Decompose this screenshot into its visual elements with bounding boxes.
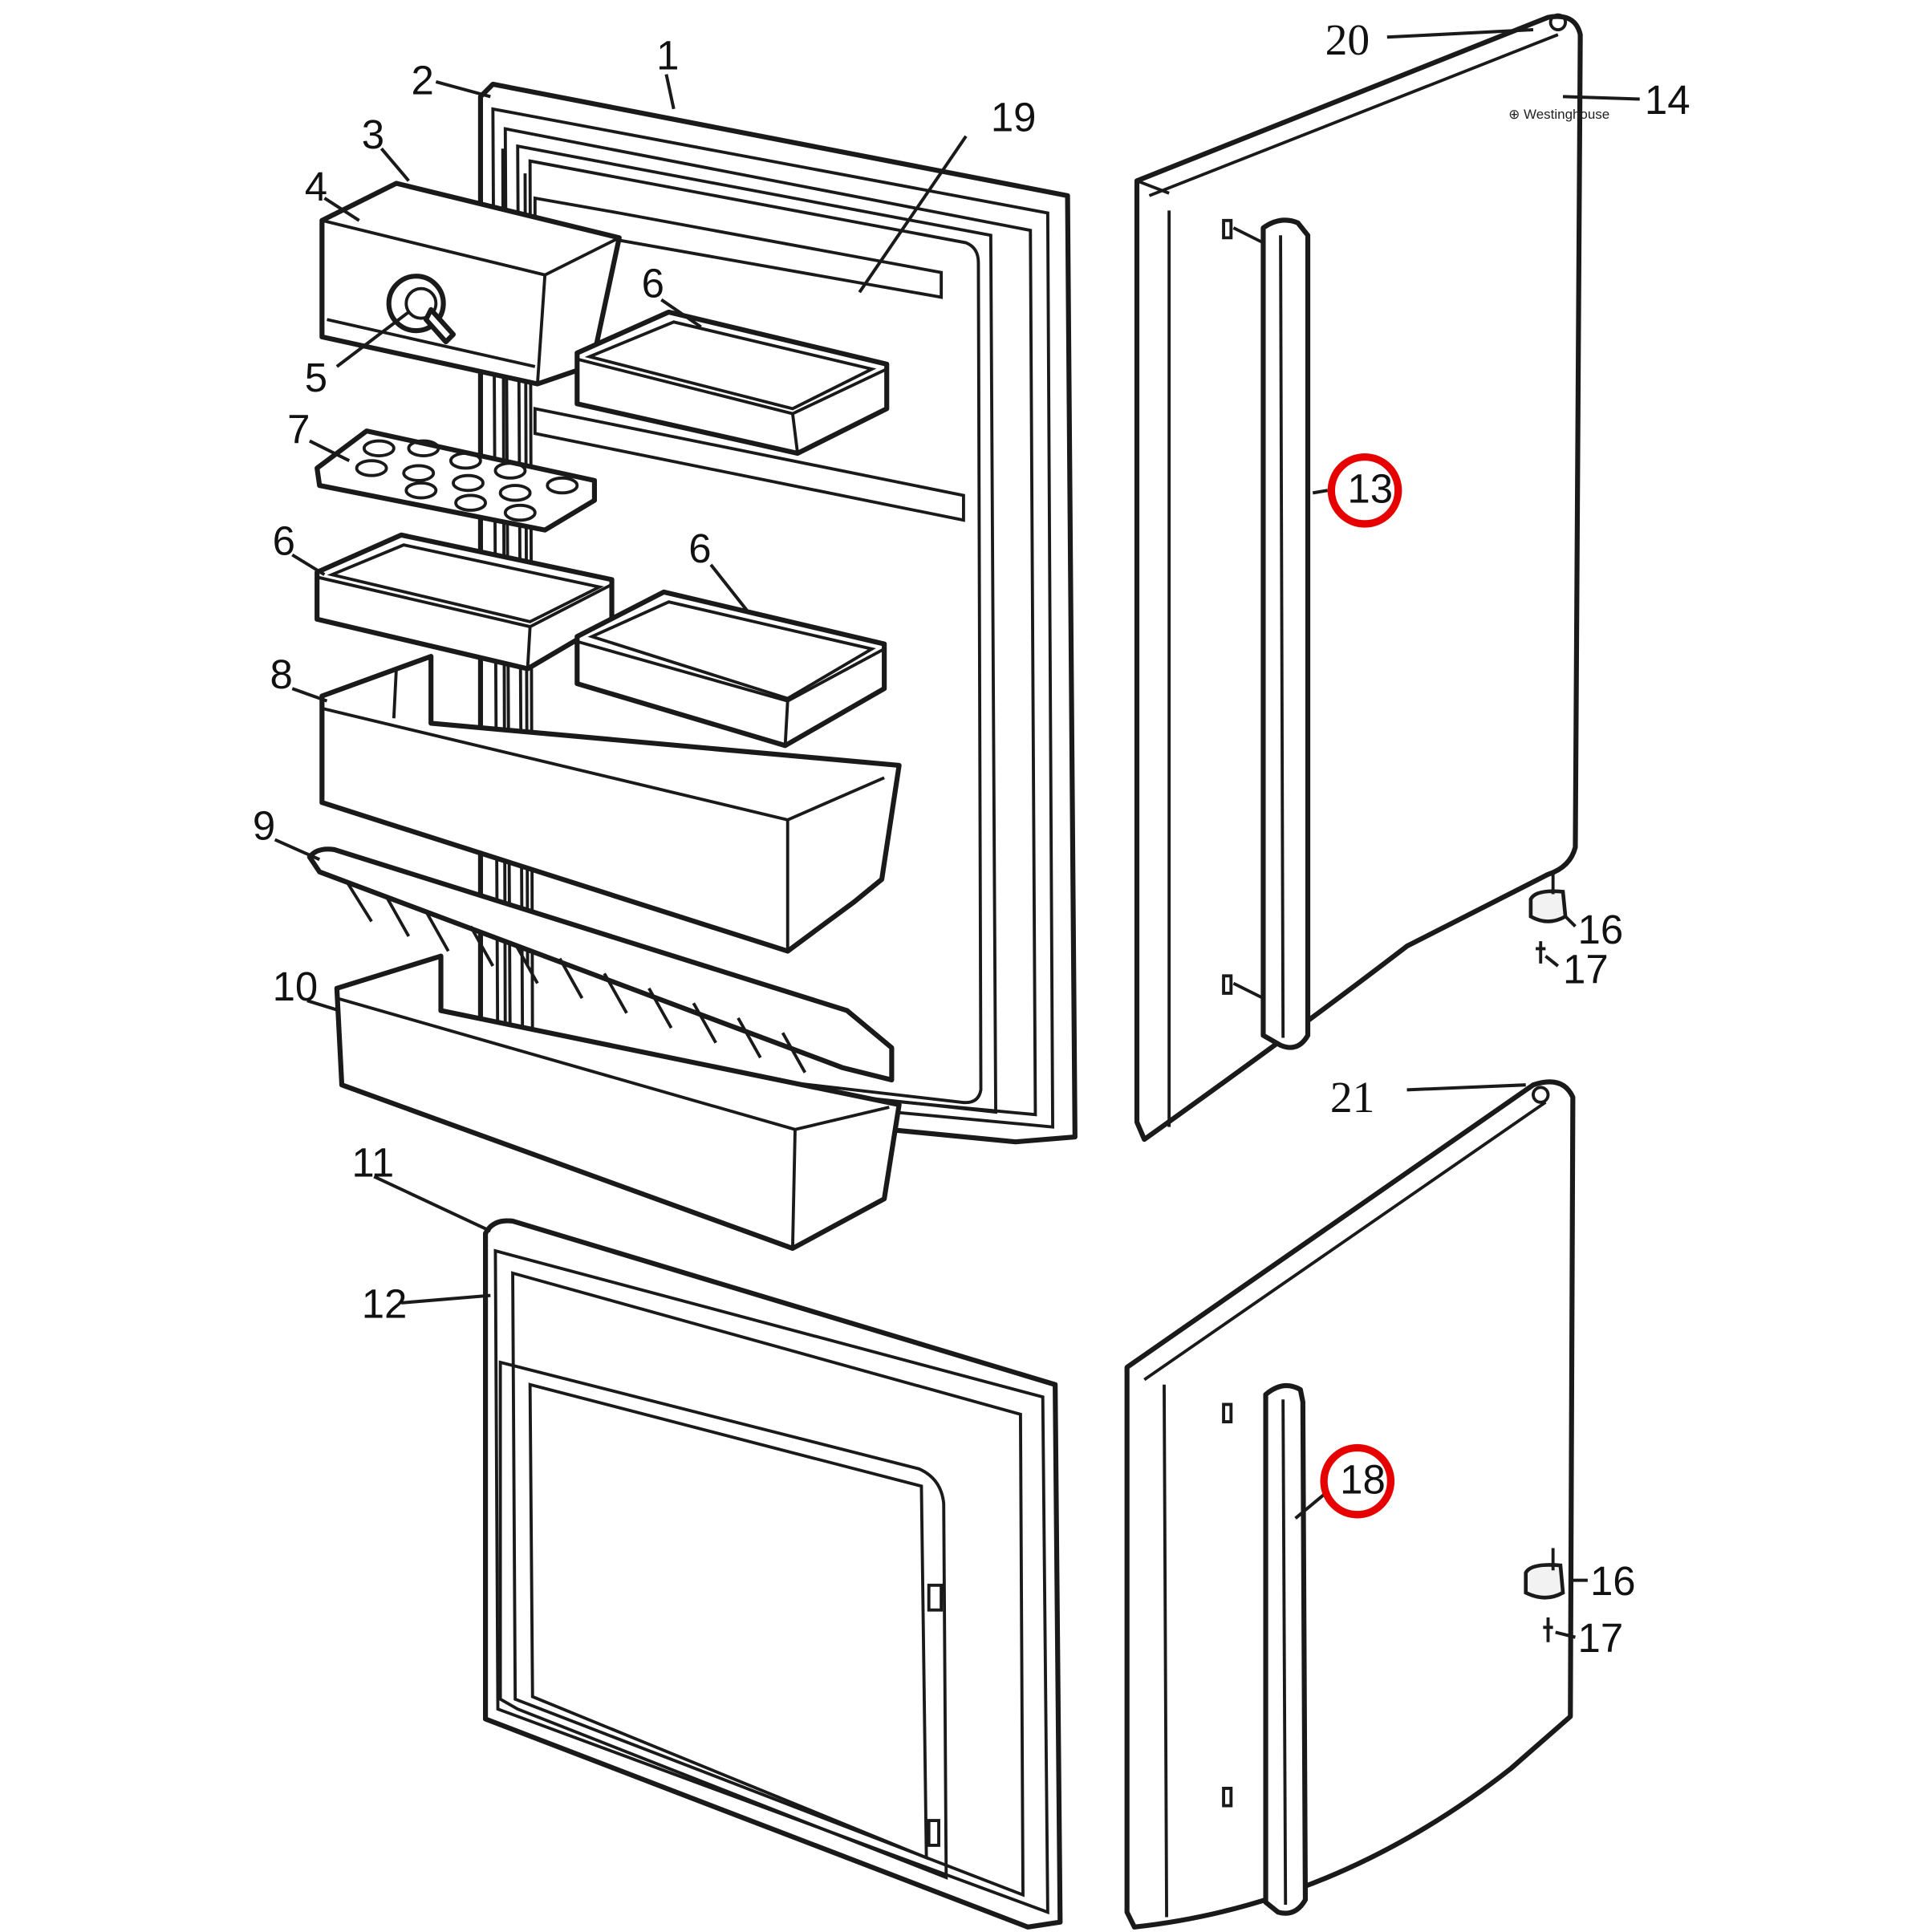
label-4: 4 [305,164,327,209]
egg-tray [315,428,598,533]
handle-upper [1260,217,1311,1050]
label-6-right: 6 [688,526,711,571]
freezer-door-inner-liner [483,1218,1063,1930]
label-3: 3 [362,112,384,157]
label-1: 1 [656,32,679,78]
bottle-rail [306,846,895,1083]
door-bin-large [319,654,902,954]
door-shelf-middle-right [574,589,887,749]
label-16-upper: 16 [1578,907,1624,952]
label-6-top: 6 [642,260,664,306]
label-16-lower: 16 [1590,1558,1636,1604]
label-9: 9 [253,803,275,849]
highlight-circles [1320,453,1402,1519]
door-shelf-middle-left [315,532,615,672]
label-20: 20 [1325,15,1370,65]
label-11: 11 [351,1139,394,1185]
label-5: 5 [305,355,327,400]
label-21: 21 [1330,1073,1375,1122]
fridge-door-outer: ⊕ Westinghouse [1134,13,1609,1143]
label-7: 7 [287,407,310,453]
label-17-lower: 17 [1578,1615,1624,1661]
highlight-circle-13 [1327,453,1402,528]
label-14: 14 [1645,77,1690,123]
label-19: 19 [991,95,1037,140]
highlight-circle-18 [1320,1443,1395,1519]
label-10: 10 [273,964,319,1009]
label-8: 8 [270,651,293,697]
leader-lines [274,28,1640,1639]
label-18: 18 [1340,1457,1386,1503]
freezer-door-outer [1124,1079,1576,1930]
callout-labels: 1 2 3 4 5 6 7 6 6 8 9 10 11 12 13 14 16 … [253,15,1690,1661]
door-bin-bottom [334,953,902,1252]
label-2: 2 [411,57,433,103]
door-shelf-upper [574,309,890,457]
label-17-upper: 17 [1563,947,1609,992]
label-6-left: 6 [273,518,295,564]
brand-mark: ⊕ Westinghouse [1508,107,1609,122]
label-13: 13 [1347,466,1393,512]
label-12: 12 [362,1281,408,1326]
